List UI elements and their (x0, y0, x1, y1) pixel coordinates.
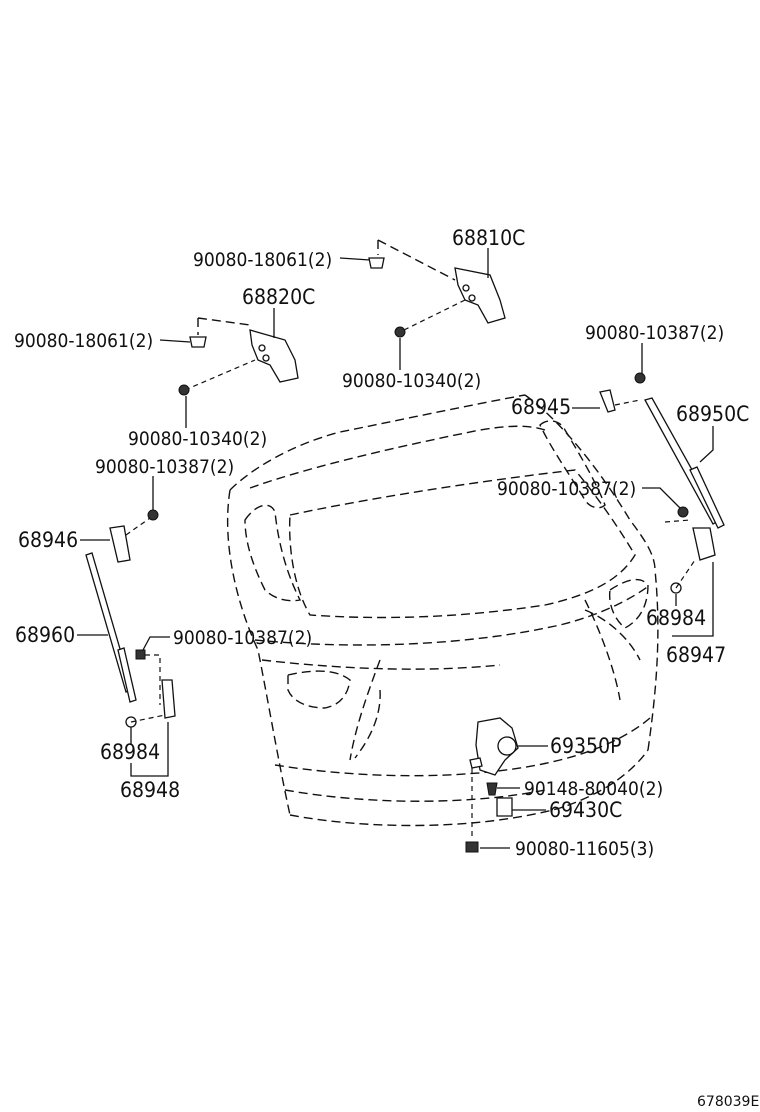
fastener-icons (125, 257, 689, 853)
label-68950c: 68950C (676, 402, 749, 426)
label-68945: 68945 (511, 395, 571, 419)
label-68960: 68960 (15, 623, 75, 647)
label-68947: 68947 (666, 643, 726, 667)
label-68984-right: 68984 (646, 606, 706, 630)
lock-69350p (469, 717, 519, 840)
label-68948: 68948 (120, 778, 180, 802)
label-90080-10387-a: 90080-10387(2) (585, 322, 724, 344)
label-90080-18061-a: 90080-18061(2) (193, 249, 332, 271)
back-door-outline (226, 394, 659, 827)
label-90080-10387-c: 90080-10387(2) (95, 456, 234, 478)
label-90148-80040: 90148-80040(2) (524, 778, 663, 800)
label-90080-18061-b: 90080-18061(2) (14, 330, 153, 352)
label-68820c: 68820C (242, 285, 315, 309)
labels: 68810C 90080-18061(2) 68820C 90080-18061… (14, 226, 759, 1110)
figure-id: 678039E (697, 1094, 759, 1110)
label-69350p: 69350P (550, 734, 621, 758)
stay-68950c (599, 389, 725, 589)
label-69430c: 69430C (549, 798, 622, 822)
label-90080-10387-d: 90080-10387(2) (173, 627, 312, 649)
label-68810c: 68810C (452, 226, 525, 250)
label-68946: 68946 (18, 528, 78, 552)
stay-68960 (85, 517, 176, 723)
label-90080-10340-a: 90080-10340(2) (342, 370, 481, 392)
leader-lines (77, 248, 714, 849)
label-90080-11605: 90080-11605(3) (515, 838, 654, 860)
label-68984-left: 68984 (100, 740, 160, 764)
label-90080-10340-b: 90080-10340(2) (128, 428, 267, 450)
hinge-68810c (377, 239, 506, 331)
label-90080-10387-b: 90080-10387(2) (497, 478, 636, 500)
hinge-68820c (184, 317, 299, 391)
